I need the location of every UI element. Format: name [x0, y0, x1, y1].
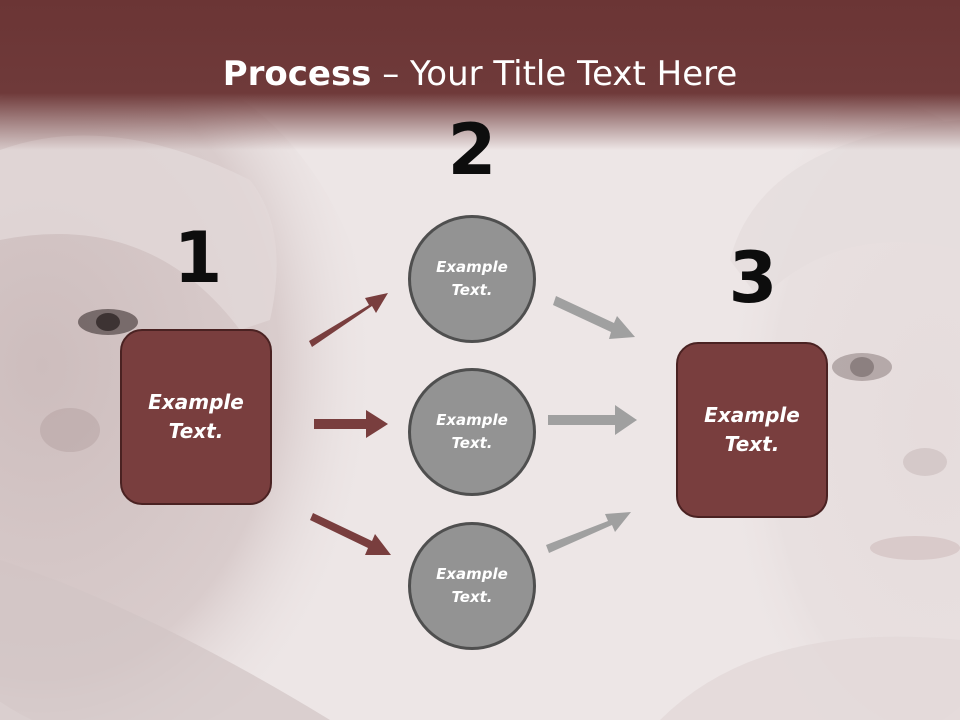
header-band — [0, 0, 960, 150]
arrow-red-mid — [314, 410, 388, 438]
step-box-3-label: Example Text. — [704, 403, 800, 456]
step-box-1-label: Example Text. — [148, 390, 244, 443]
arrow-red-up — [309, 293, 388, 347]
step-number-2: 2 — [447, 109, 497, 191]
right-shoulder — [660, 636, 960, 720]
circle-1-label: Example Text. — [436, 258, 508, 299]
arrow-gray-down — [553, 296, 635, 339]
circle-2-label: Example Text. — [436, 411, 508, 452]
circle-3: Example Text. — [408, 522, 536, 650]
circle-3-label: Example Text. — [436, 565, 508, 606]
step-box-3: Example Text. — [676, 342, 828, 518]
step-number-3: 3 — [728, 237, 778, 319]
left-nose — [40, 408, 100, 452]
circle-2: Example Text. — [408, 368, 536, 496]
step-number-1: 1 — [173, 217, 223, 299]
right-nose — [903, 448, 947, 476]
arrow-gray-mid — [548, 405, 637, 435]
left-hair — [0, 135, 277, 330]
right-mouth — [870, 536, 960, 560]
left-shoulder — [0, 560, 330, 720]
right-hair — [730, 120, 960, 300]
slide-title: Process – Your Title Text Here — [0, 52, 960, 96]
title-rest: – Your Title Text Here — [371, 54, 738, 94]
step-box-1: Example Text. — [120, 329, 272, 505]
title-bold: Process — [222, 54, 372, 94]
circle-1: Example Text. — [408, 215, 536, 343]
arrow-gray-up — [546, 512, 631, 553]
arrow-red-down — [310, 513, 391, 555]
